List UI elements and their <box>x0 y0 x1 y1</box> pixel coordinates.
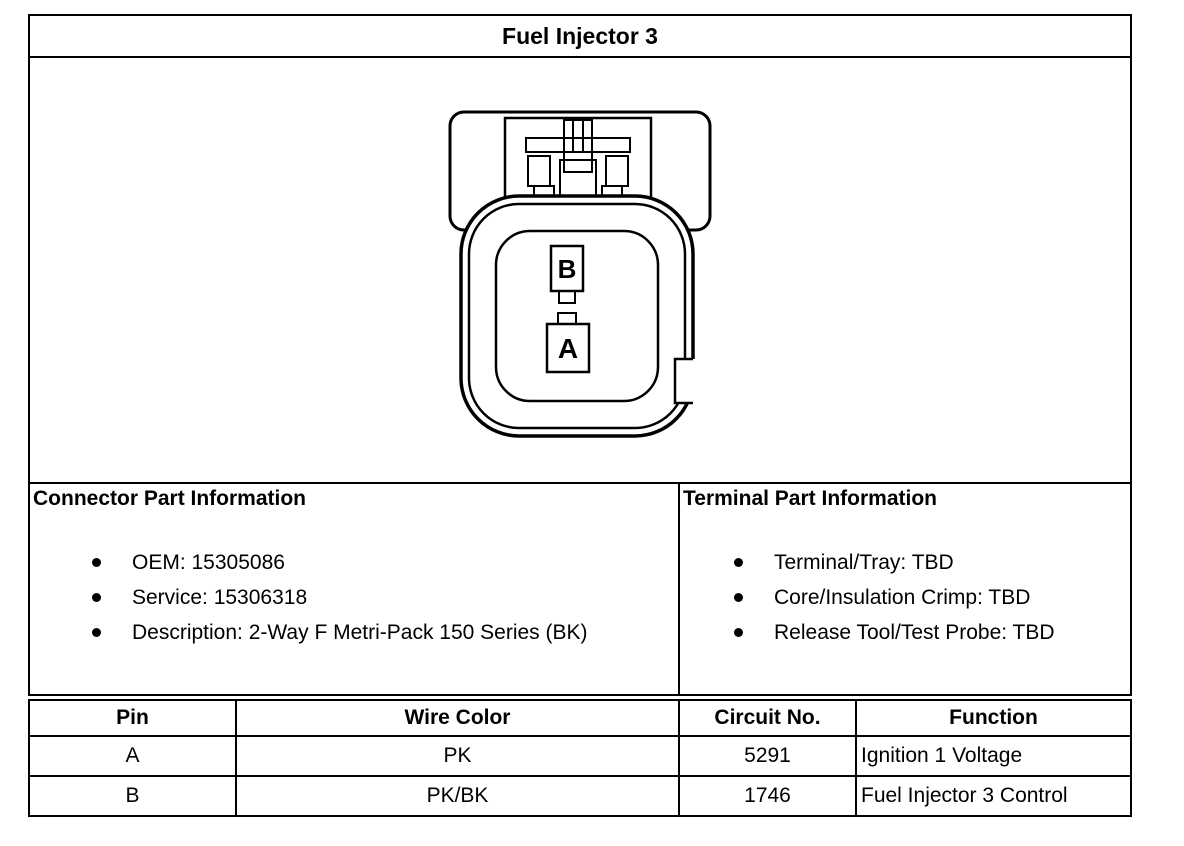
part-info-row: Connector Part Information OEM: 15305086… <box>28 482 1132 696</box>
connector-part-info-cell: Connector Part Information OEM: 15305086… <box>28 482 680 696</box>
list-item: Service: 15306318 <box>92 586 678 609</box>
connector-info-service: Service: 15306318 <box>132 586 308 610</box>
connector-body <box>459 194 696 438</box>
connector-info-description: Description: 2-Way F Metri-Pack 150 Seri… <box>132 621 588 645</box>
table-row: A PK 5291 Ignition 1 Voltage <box>28 735 1132 777</box>
circuit-no-header: Circuit No. <box>678 699 857 737</box>
function-cell: Fuel Injector 3 Control <box>855 775 1132 817</box>
list-item: Description: 2-Way F Metri-Pack 150 Seri… <box>92 621 678 644</box>
diagram-row: B A <box>28 56 1132 484</box>
main-table: Fuel Injector 3 <box>28 14 1132 696</box>
circuit-no-cell: 5291 <box>678 735 857 777</box>
title-row: Fuel Injector 3 <box>28 14 1132 58</box>
wire-color-cell: PK <box>235 735 680 777</box>
terminal-a-cavity: A <box>545 312 591 374</box>
circuit-no-cell: 1746 <box>678 775 857 817</box>
function-header: Function <box>855 699 1132 737</box>
terminal-info-tray: Terminal/Tray: TBD <box>774 551 954 574</box>
terminal-info-crimp: Core/Insulation Crimp: TBD <box>774 586 1031 610</box>
function-cell: Ignition 1 Voltage <box>855 735 1132 777</box>
wire-color-header: Wire Color <box>235 699 680 737</box>
terminal-info-release-tool: Release Tool/Test Probe: TBD <box>774 621 1055 645</box>
list-item: OEM: 15305086 <box>92 551 678 574</box>
connector-diagram: B A <box>448 110 712 438</box>
pin-table-header-row: Pin Wire Color Circuit No. Function <box>28 699 1132 737</box>
bullet-icon <box>92 628 101 638</box>
pin-header: Pin <box>28 699 237 737</box>
pin-table: Pin Wire Color Circuit No. Function A PK… <box>28 699 1132 817</box>
bullet-icon <box>734 628 743 638</box>
bullet-icon <box>92 558 101 567</box>
connector-info-oem: OEM: 15305086 <box>132 551 285 574</box>
list-item: Core/Insulation Crimp: TBD <box>734 586 1130 609</box>
page-title: Fuel Injector 3 <box>28 14 1132 58</box>
terminal-a-label: A <box>558 333 578 364</box>
document-sheet: Fuel Injector 3 <box>28 14 1132 817</box>
pin-cell: A <box>28 735 237 777</box>
bullet-icon <box>734 593 743 603</box>
terminal-part-info-cell: Terminal Part Information Terminal/Tray:… <box>678 482 1132 696</box>
diagram-cell: B A <box>28 56 1132 484</box>
pin-cell: B <box>28 775 237 817</box>
terminal-b-cavity: B <box>549 244 585 304</box>
list-item: Release Tool/Test Probe: TBD <box>734 621 1130 644</box>
index-notch <box>674 359 696 403</box>
bullet-icon <box>734 558 743 567</box>
terminal-part-info-list: Terminal/Tray: TBD Core/Insulation Crimp… <box>680 551 1130 644</box>
terminal-part-info-heading: Terminal Part Information <box>683 487 937 510</box>
wire-color-cell: PK/BK <box>235 775 680 817</box>
table-row: B PK/BK 1746 Fuel Injector 3 Control <box>28 775 1132 817</box>
terminal-b-label: B <box>558 254 577 284</box>
connector-part-info-list: OEM: 15305086 Service: 15306318 Descript… <box>30 551 678 644</box>
bullet-icon <box>92 593 101 603</box>
list-item: Terminal/Tray: TBD <box>734 551 1130 574</box>
connector-part-info-heading: Connector Part Information <box>33 487 307 510</box>
